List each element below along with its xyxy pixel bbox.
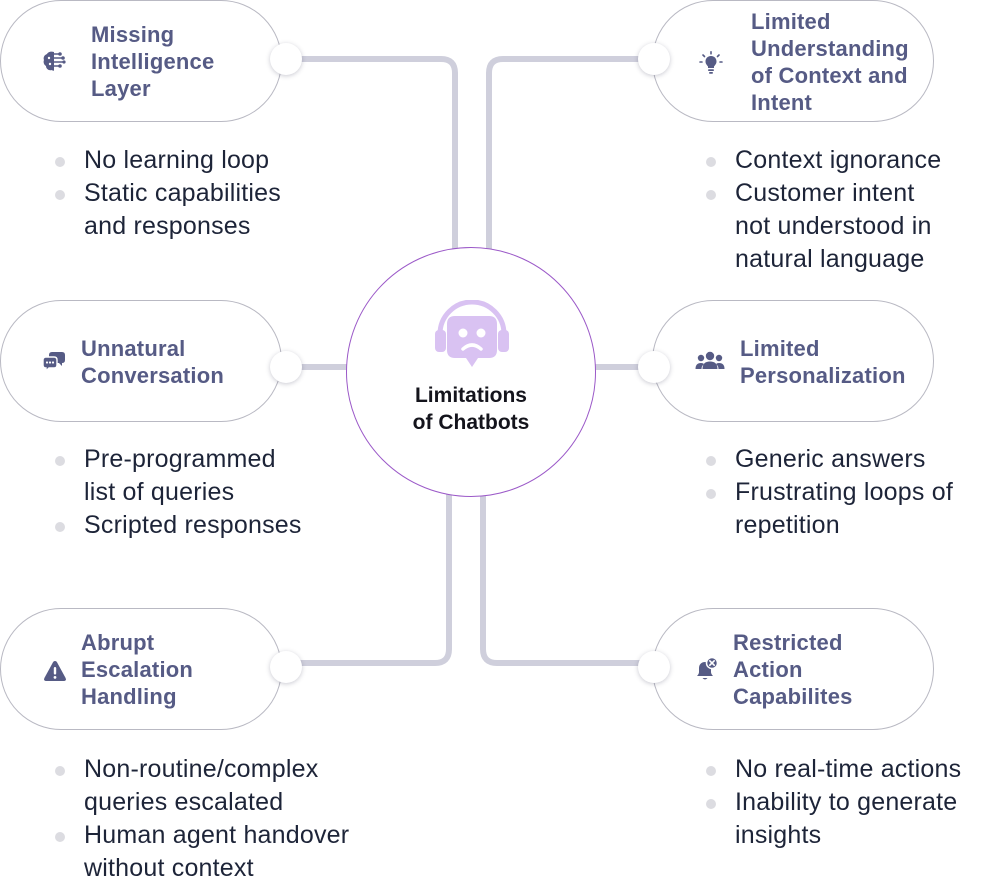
connector-node-top-left (270, 43, 302, 75)
card-title-line: Conversation (81, 363, 224, 388)
connector-bottom-right (480, 492, 657, 666)
card-abrupt-escalation: Abrupt Escalation Handling (0, 608, 282, 730)
bullet-list-abrupt-escalation: Non-routine/complex queries escalated Hum… (55, 753, 349, 885)
bullet-line: Context ignorance (735, 146, 942, 174)
bullet-line: Pre-programmed (84, 445, 276, 473)
bullet-item: Human agent handover without context (55, 819, 349, 885)
card-title-line: Personalization (740, 363, 906, 388)
connector-node-mid-left (270, 351, 302, 383)
bullet-line: Human agent handover (84, 821, 350, 849)
connector-node-mid-right (638, 351, 670, 383)
bullet-list-limited-understanding: Context ignorance Customer intent not und… (706, 144, 941, 276)
bullet-line: No learning loop (84, 146, 270, 174)
card-limited-understanding: Limited Understanding of Context and Int… (652, 0, 934, 122)
card-title-line: Action (733, 657, 803, 682)
bullet-line: No real-time actions (735, 755, 962, 783)
connector-bottom-left (283, 492, 452, 666)
card-title-line: Unnatural (81, 336, 186, 361)
bullet-item: Pre-programmed list of queries (55, 443, 302, 509)
bullet-item: Static capabilities and responses (55, 177, 281, 243)
bullet-item: Non-routine/complex queries escalated (55, 753, 349, 819)
card-title-line: Capabilites (733, 684, 853, 709)
bullet-line: Non-routine/complex (84, 755, 319, 783)
card-title-line: Restricted (733, 630, 843, 655)
card-title: Restricted Action Capabilites (733, 629, 853, 710)
bullet-item: Scripted responses (55, 509, 302, 542)
bullet-list-limited-personalization: Generic answers Frustrating loops of repe… (706, 443, 953, 542)
bullet-line: insights (735, 821, 822, 849)
card-title-line: Abrupt (81, 630, 155, 655)
bullet-line: Static capabilities (84, 179, 281, 207)
card-missing-intelligence-layer: Missing Intelligence Layer (0, 0, 282, 122)
center-title-line: of Chatbots (412, 411, 530, 434)
card-title-line: Escalation (81, 657, 194, 682)
bullet-line: list of queries (84, 478, 235, 506)
card-title-line: Intelligence (91, 49, 215, 74)
connector-node-bottom-right (638, 651, 670, 683)
card-title-line: Limited (740, 336, 820, 361)
card-limited-personalization: Limited Personalization (652, 300, 934, 422)
card-title: Unnatural Conversation (81, 335, 224, 389)
card-title-line: Limited (751, 9, 831, 34)
lightbulb-icon (699, 51, 723, 74)
bullet-line: Scripted responses (84, 511, 302, 539)
connector-node-bottom-left (270, 651, 302, 683)
bullet-line: natural language (735, 245, 925, 273)
bullet-line: and responses (84, 212, 251, 240)
card-title: Limited Personalization (740, 335, 906, 389)
card-title: Abrupt Escalation Handling (81, 629, 193, 710)
card-title-line: Missing (91, 22, 175, 47)
center-title: Limitations of Chatbots (347, 382, 595, 436)
bullet-item: No learning loop (55, 144, 281, 177)
card-title: Limited Understanding of Context and Int… (751, 8, 909, 116)
bullet-line: Inability to generate (735, 788, 958, 816)
sad-support-bot-icon (435, 300, 509, 367)
connector-top-left (283, 56, 458, 255)
card-title: Missing Intelligence Layer (91, 21, 214, 102)
card-unnatural-conversation: Unnatural Conversation (0, 300, 282, 422)
people-icon (695, 351, 725, 369)
warning-triangle-icon (44, 661, 66, 681)
bullet-item: No real-time actions (706, 753, 961, 786)
connector-node-top-right (638, 43, 670, 75)
bullet-item: Generic answers (706, 443, 953, 476)
bullet-item: Inability to generate insights (706, 786, 961, 852)
chat-bubbles-icon (42, 352, 65, 373)
bullet-line: without context (84, 854, 254, 882)
card-title-line: of Context and (751, 63, 908, 88)
card-restricted-action: Restricted Action Capabilites (652, 608, 934, 730)
center-title-line: Limitations (414, 384, 527, 407)
connector-top-right (486, 56, 657, 255)
bullet-item: Frustrating loops of repetition (706, 476, 953, 542)
card-title-line: Handling (81, 684, 177, 709)
bullet-item: Customer intent not understood in natural … (706, 177, 941, 276)
center-hub: Limitations of Chatbots (346, 247, 596, 497)
bell-blocked-icon (697, 657, 719, 680)
card-title-line: Layer (91, 76, 151, 101)
bullet-line: repetition (735, 511, 840, 539)
bullet-line: Customer intent (735, 179, 915, 207)
brain-circuit-icon (43, 51, 66, 71)
bullet-list-unnatural-conversation: Pre-programmed list of queries Scripted r… (55, 443, 302, 542)
bullet-line: not understood in (735, 212, 932, 240)
bullet-line: Generic answers (735, 445, 926, 473)
bullet-list-restricted-action: No real-time actions Inability to genera… (706, 753, 961, 852)
bullet-line: Frustrating loops of (735, 478, 953, 506)
bullet-item: Context ignorance (706, 144, 941, 177)
bullet-list-missing-intelligence: No learning loop Static capabilities and … (55, 144, 281, 243)
bullet-line: queries escalated (84, 788, 284, 816)
card-title-line: Understanding (751, 36, 909, 61)
card-title-line: Intent (751, 90, 813, 115)
